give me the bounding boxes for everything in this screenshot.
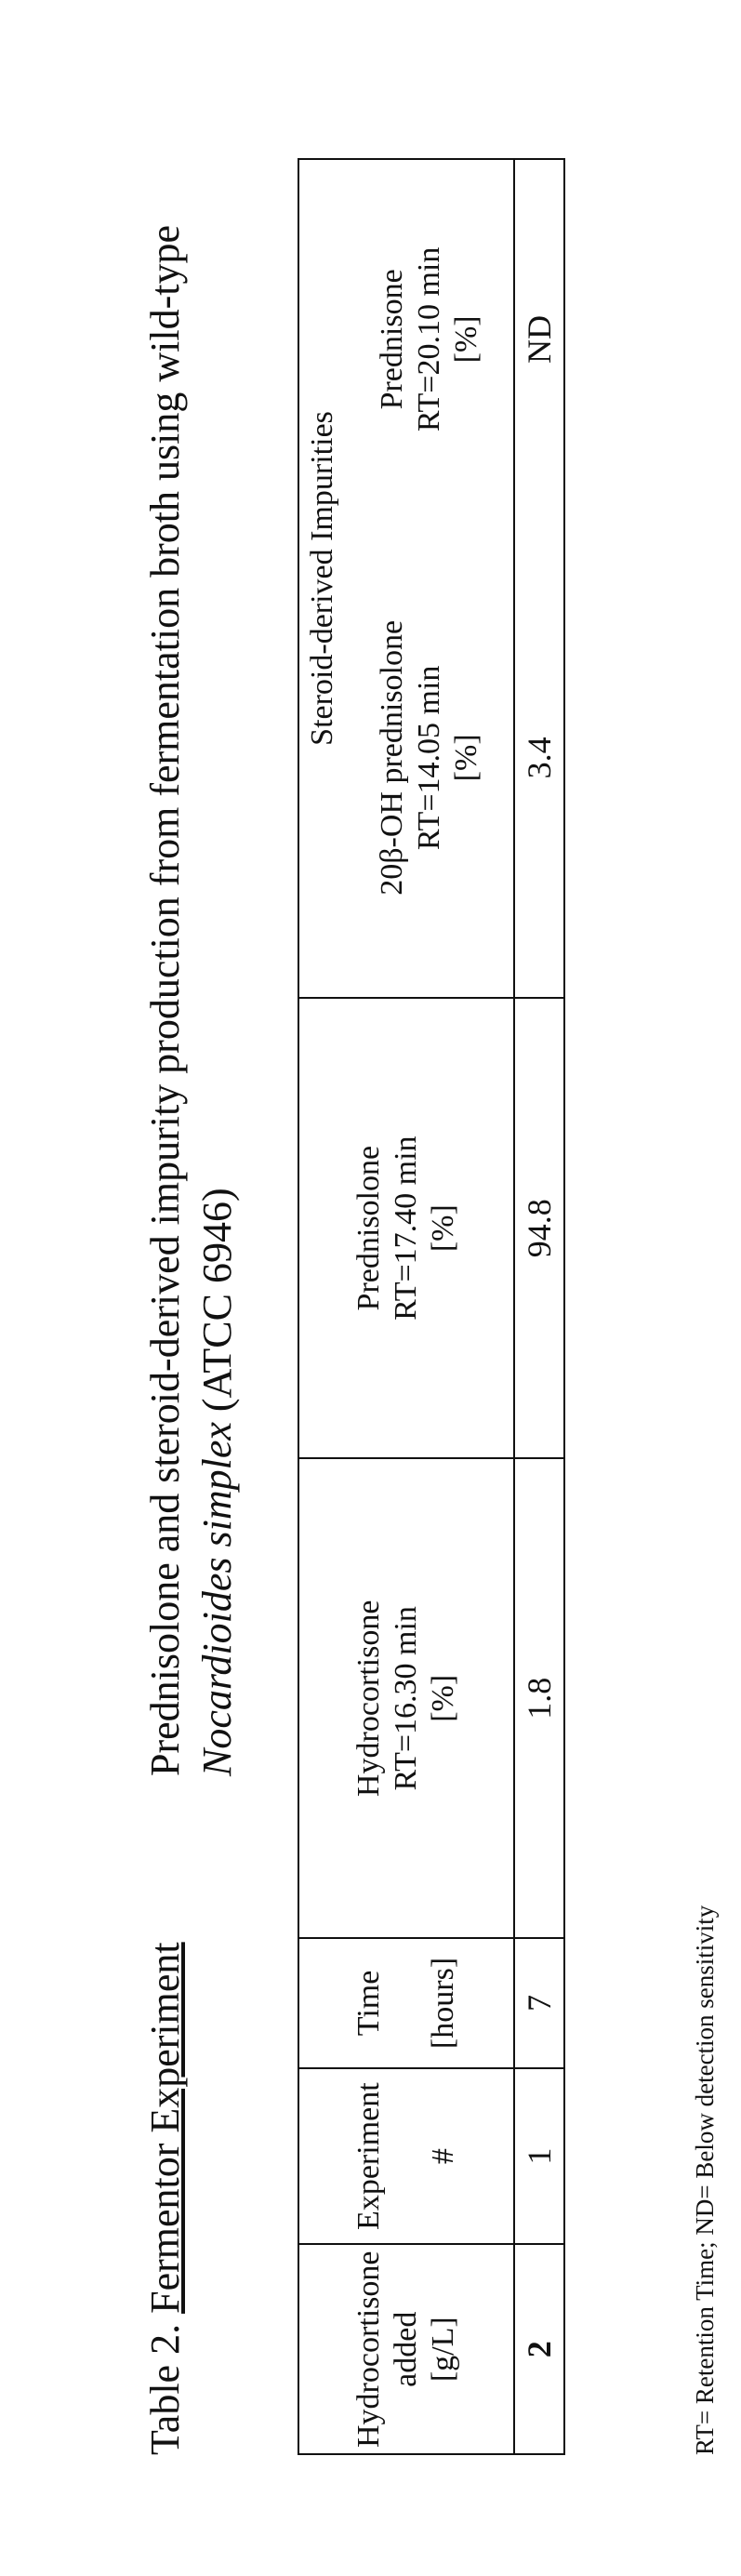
caption-strain: (ATCC 6946) (194, 1188, 240, 1423)
cell-hydrocortisone-added: 2 (514, 2244, 564, 2454)
cell-time: 7 (514, 1938, 564, 2068)
cell-prednisolone-pct: 94.8 (514, 997, 564, 1459)
header-impurities-group: Steroid-derived Impurities (298, 159, 346, 998)
caption-organism: Nocardioides simplex (194, 1422, 240, 1776)
header-prednisolone: Prednisolone RT=17.40 min [%] (298, 997, 514, 1459)
cell-20b-oh-prednisolone-pct: 3.4 (514, 518, 564, 998)
header-time: Time [hours] (298, 1938, 514, 2068)
results-table: Hydrocortisone added [g/L] Experiment # … (298, 158, 565, 2455)
header-20b-oh-prednisolone: 20β-OH prednisolone RT=14.05 min [%] (346, 518, 514, 998)
table-label: Table 2. Fermentor Experiment (139, 1776, 192, 2455)
caption-text: Prednisolone and steroid-derived impurit… (139, 177, 244, 1776)
table-caption: Table 2. Fermentor ExperimentPrednisolon… (139, 130, 244, 2455)
header-hydrocortisone-rt: Hydrocortisone RT=16.30 min [%] (298, 1458, 514, 1939)
caption-line: Prednisolone and steroid-derived impurit… (142, 225, 188, 1776)
cell-experiment: 1 (514, 2067, 564, 2245)
table-title: Fermentor Experiment (142, 1942, 188, 2314)
cell-prednisone-pct: ND (514, 159, 564, 519)
cell-hydrocortisone-pct: 1.8 (514, 1458, 564, 1939)
header-prednisone: Prednisone RT=20.10 min [%] (346, 159, 514, 519)
table-number: Table 2. (142, 2323, 188, 2455)
table-footnote: RT= Retention Time; ND= Below detection … (691, 1905, 719, 2455)
table-row: 2 1 7 1.8 94.8 3.4 ND (514, 159, 564, 2454)
header-hydrocortisone-added: Hydrocortisone added [g/L] (298, 2244, 514, 2454)
header-experiment: Experiment # (298, 2067, 514, 2245)
